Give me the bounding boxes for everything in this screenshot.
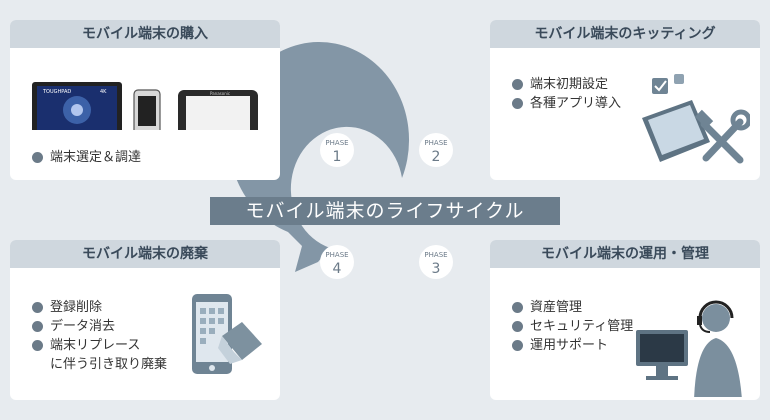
tablet-resolution-text: 4K bbox=[100, 89, 107, 95]
list-item: 運用サポート bbox=[512, 336, 633, 355]
list-item: 各種アプリ導入 bbox=[512, 94, 621, 113]
rugged-tablet-icon: Panasonic bbox=[178, 90, 258, 130]
phase-4-label: PHASE bbox=[325, 251, 348, 259]
operation-panel: モバイル端末の運用・管理 資産管理 セキュリティ管理 運用サポート bbox=[490, 240, 760, 400]
disposal-illustration bbox=[192, 294, 262, 374]
kitting-panel-title: モバイル端末のキッティング bbox=[490, 20, 760, 48]
list-item: 端末選定＆調達 bbox=[32, 148, 141, 167]
phase-3-number: 3 bbox=[432, 261, 441, 277]
list-item: 端末リプレース bbox=[32, 336, 167, 355]
purchase-items: 端末選定＆調達 bbox=[32, 148, 141, 167]
list-item: データ消去 bbox=[32, 317, 167, 336]
phase-badge-2: PHASE 2 bbox=[419, 133, 453, 167]
phase-badge-1: PHASE 1 bbox=[320, 133, 354, 167]
list-item: 登録削除 bbox=[32, 298, 167, 317]
handheld-device-icon bbox=[133, 89, 161, 130]
list-item: セキュリティ管理 bbox=[512, 317, 633, 336]
tablet-setup-icon bbox=[642, 100, 710, 162]
rugged-tablet-maker-text: Panasonic bbox=[210, 91, 230, 96]
list-item: 資産管理 bbox=[512, 298, 633, 317]
phase-badge-3: PHASE 3 bbox=[419, 245, 453, 279]
kitting-illustration bbox=[642, 74, 750, 164]
phase-badge-4: PHASE 4 bbox=[320, 245, 354, 279]
operation-panel-title: モバイル端末の運用・管理 bbox=[490, 240, 760, 268]
purchase-devices-illustration: TOUGHPAD 4K Panasonic bbox=[32, 82, 258, 130]
support-illustration bbox=[636, 300, 742, 397]
kitting-items: 端末初期設定 各種アプリ導入 bbox=[512, 75, 621, 113]
phase-4-number: 4 bbox=[333, 261, 342, 277]
tablet-4k-icon: TOUGHPAD 4K bbox=[32, 82, 122, 130]
list-item: 端末初期設定 bbox=[512, 75, 621, 94]
checkbox-icon bbox=[674, 74, 684, 84]
phase-2-number: 2 bbox=[432, 149, 441, 165]
operator-headset-icon bbox=[694, 300, 742, 397]
phase-1-number: 1 bbox=[333, 149, 342, 165]
checkbox-icon bbox=[652, 78, 668, 94]
tablet-brand-text: TOUGHPAD bbox=[42, 89, 71, 95]
eraser-icon bbox=[218, 322, 262, 364]
phase-1-label: PHASE bbox=[325, 139, 348, 147]
purchase-panel-title: モバイル端末の購入 bbox=[10, 20, 280, 48]
lifecycle-title: モバイル端末のライフサイクル bbox=[210, 197, 560, 225]
operation-items: 資産管理 セキュリティ管理 運用サポート bbox=[512, 298, 633, 355]
list-item-continuation: に伴う引き取り廃棄 bbox=[50, 357, 168, 372]
smartphone-icon bbox=[192, 294, 232, 374]
disposal-items: 登録削除 データ消去 端末リプレース に伴う引き取り廃棄 bbox=[32, 298, 167, 374]
kitting-panel: モバイル端末のキッティング 端末初期設定 各種アプリ導入 bbox=[490, 20, 760, 180]
purchase-panel: モバイル端末の購入 TOUGHPAD 4K Panasonic 端末選定＆調達 bbox=[10, 20, 280, 180]
disposal-panel-title: モバイル端末の廃棄 bbox=[10, 240, 280, 268]
phase-3-label: PHASE bbox=[424, 251, 447, 259]
phase-2-label: PHASE bbox=[424, 139, 447, 147]
tools-icon bbox=[694, 109, 750, 164]
monitor-icon bbox=[636, 330, 688, 380]
disposal-panel: モバイル端末の廃棄 登録削除 データ消去 端末リプレース に伴う引き取り廃棄 bbox=[10, 240, 280, 400]
